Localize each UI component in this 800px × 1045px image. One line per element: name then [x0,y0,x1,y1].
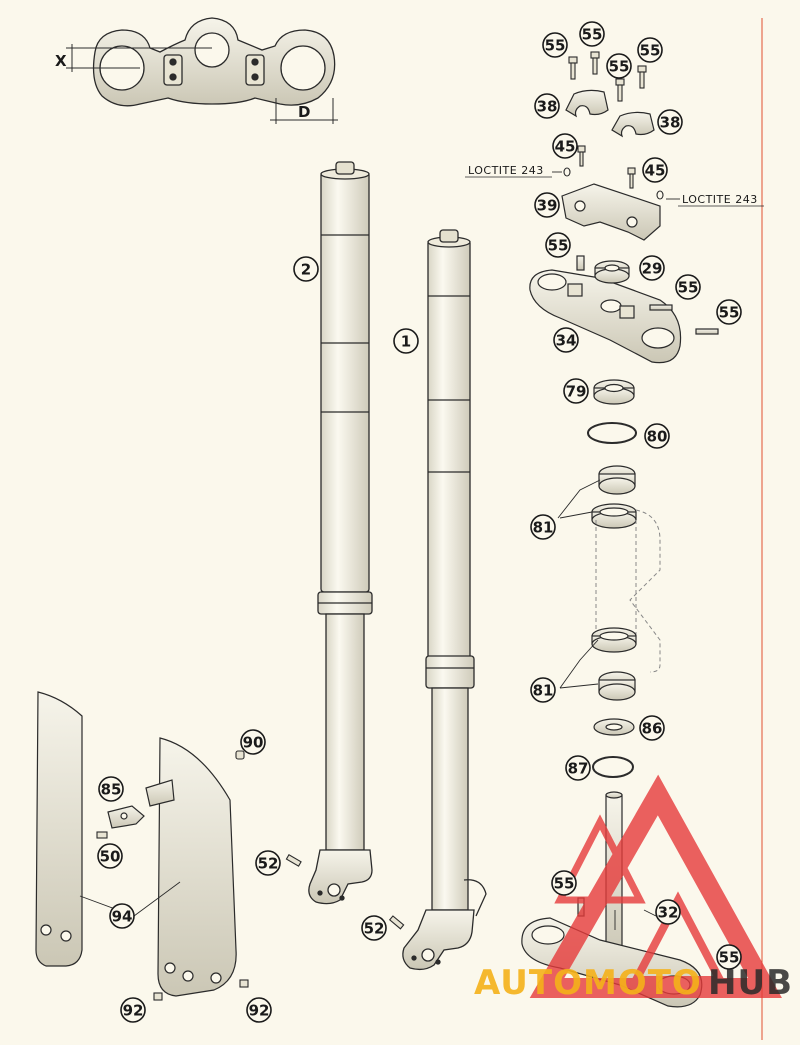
callout-circle-c87 [565,755,591,781]
callout-circle-c45b [642,157,668,183]
callout-number-c38a: 38 [537,98,558,116]
callout-number-c32: 32 [658,904,679,922]
callout-number-c34: 34 [556,332,577,350]
callout-number-c55a: 55 [545,37,566,55]
callout-number-c86: 86 [642,720,663,738]
o-ring-80 [587,422,637,444]
callout-circle-c55c [606,53,632,79]
bearing-81-lower [591,627,637,701]
callout-circle-c55d [637,37,663,63]
callout-number-c55i: 55 [719,949,740,967]
callout-circle-c55a [542,32,568,58]
callout-circle-c92a [120,997,146,1023]
callout-circle-c94 [109,903,135,929]
watermark-text-automoto: AUTOMOTO [474,963,702,1003]
brake-line-clip-85 [107,805,145,829]
seal-86 [593,718,635,736]
o-ring-87 [592,756,634,778]
callout-number-c1: 1 [401,333,411,351]
callout-number-c52a: 52 [258,855,279,873]
small-hardware [96,750,405,1001]
callout-circle-c29 [639,255,665,281]
dim-label-d: D [298,103,310,121]
callout-number-c2: 2 [301,261,311,279]
callout-circle-c55b [579,21,605,47]
callout-number-c87: 87 [568,760,589,778]
callout-number-c55h: 55 [554,875,575,893]
callout-number-c81a: 81 [533,519,554,537]
callout-number-c55b: 55 [582,26,603,44]
triple-clamp-dimension-view [92,17,336,107]
callout-circle-c85 [98,776,124,802]
fork-guard-right [145,737,237,997]
watermark-logo [529,774,782,998]
callout-circle-c32 [655,899,681,925]
callout-circle-c81b [530,677,556,703]
fork-leg-1 [402,229,487,971]
callout-number-c55g: 55 [719,304,740,322]
callout-circle-c79 [563,378,589,404]
callout-circle-c34 [553,327,579,353]
handlebar-mount-39 [561,183,661,241]
upper-triple-clamp-34 [529,255,719,364]
callout-circle-c86 [639,715,665,741]
callout-number-c55c: 55 [609,58,630,76]
callout-circle-c55g [716,299,742,325]
fork-leg-2 [308,161,373,905]
callout-number-c45b: 45 [645,162,666,180]
callout-number-c45a: 45 [555,138,576,156]
bolts-45 [563,145,664,200]
callout-number-c50: 50 [100,848,121,866]
nut-29 [594,260,630,284]
callout-circle-c55h [551,870,577,896]
callout-number-c81b: 81 [533,682,554,700]
callout-bubbles: 55 55 55 55 38 38 45 45 39 55 29 55 55 34 79 80 81 81 86 87… [97,21,742,1023]
callout-number-c52b: 52 [364,920,385,938]
callout-circle-c55i [716,944,742,970]
bearing-81-upper [591,465,637,529]
callout-circle-c2 [293,256,319,282]
callout-circle-c55f [675,274,701,300]
callout-number-c94: 94 [112,908,133,926]
callout-number-c29: 29 [642,260,663,278]
callout-circle-c92b [246,997,272,1023]
dimension-lines [66,44,338,124]
callout-number-c80: 80 [647,428,668,446]
loctite-label-left: LOCTITE 243 [468,164,544,177]
callout-number-c85: 85 [101,781,122,799]
callout-number-c55d: 55 [640,42,661,60]
callout-number-c39: 39 [537,197,558,215]
callout-circle-c38a [534,93,560,119]
callout-number-c92b: 92 [249,1002,270,1020]
callout-circle-c45a [552,133,578,159]
callout-circle-c39 [534,192,560,218]
dim-label-x: X [55,52,67,70]
callout-number-c55e: 55 [548,237,569,255]
callout-circle-c55e [545,232,571,258]
callout-circle-c90 [240,729,266,755]
callout-circle-c52a [255,850,281,876]
washer-79 [593,379,635,405]
callout-number-c90: 90 [243,734,264,752]
clamp-caps-38 [565,89,655,138]
callout-circle-c1 [393,328,419,354]
callout-circle-c50 [97,843,123,869]
steering-head-outline [595,509,661,673]
callout-circle-c52b [361,915,387,941]
bolts-55-top [568,51,647,102]
callout-number-c38b: 38 [660,114,681,132]
callout-circle-c38b [657,109,683,135]
watermark-text-hub: HUB [708,963,793,1003]
callout-number-c92a: 92 [123,1002,144,1020]
fork-guard-left [35,691,83,967]
callout-number-c79: 79 [566,383,587,401]
callout-circle-c81a [530,514,556,540]
callout-circle-c80 [644,423,670,449]
callout-number-c55f: 55 [678,279,699,297]
loctite-label-right: LOCTITE 243 [682,193,758,206]
